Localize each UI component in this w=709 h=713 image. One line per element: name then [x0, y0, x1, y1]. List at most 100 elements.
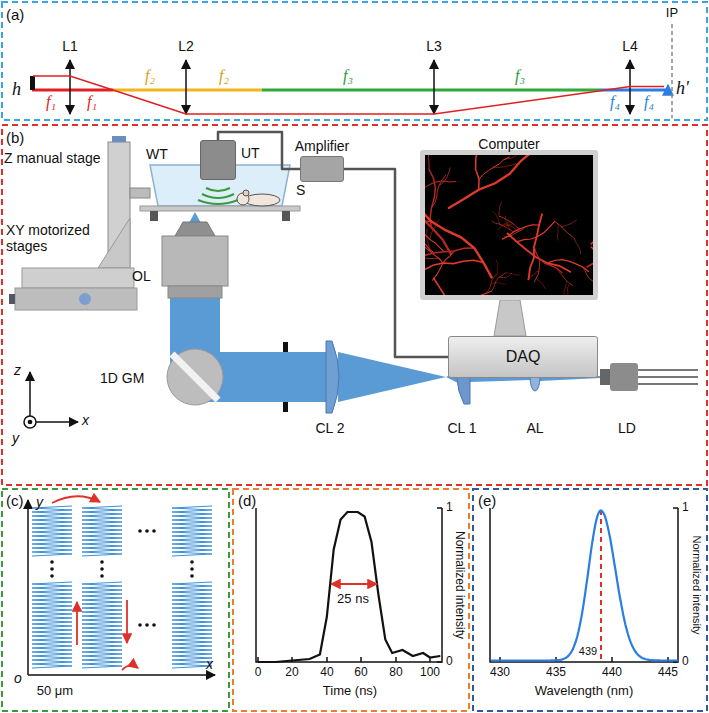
label: f₂ [145, 67, 155, 85]
pulse-curve [258, 512, 440, 662]
vessel [425, 171, 451, 254]
scan-line [172, 582, 212, 668]
vessel [492, 221, 513, 232]
text-label: f₁ [87, 93, 97, 110]
fwhm-arrow [331, 583, 377, 585]
vessel [433, 251, 455, 280]
vessel [583, 267, 593, 286]
vessel [499, 202, 501, 216]
label: LD [618, 420, 636, 436]
vessel [491, 273, 505, 291]
vessel [491, 283, 505, 285]
optical-axis [32, 89, 668, 92]
scan-dots [50, 560, 54, 564]
scan-direction-arrows [122, 665, 138, 670]
f3-segment [262, 89, 600, 92]
plot-axes [256, 508, 678, 662]
vessel [504, 155, 522, 160]
f2-segment [113, 89, 262, 92]
label: f₄ [610, 93, 620, 111]
vessel [534, 247, 562, 273]
node-label: DAQ [506, 348, 541, 366]
label: f₂ [219, 67, 229, 85]
laser-diode [600, 363, 698, 391]
text-label: WT [146, 146, 168, 162]
text-label: Time (ns) [323, 683, 377, 698]
text-label: (a) [6, 6, 24, 23]
pulse-plot-frame [256, 508, 442, 662]
label: L4 [622, 38, 638, 54]
x-stage [15, 288, 137, 310]
x-axis [36, 421, 78, 423]
label: (a) [6, 6, 24, 23]
diode-head [600, 369, 610, 385]
vessel [575, 239, 581, 254]
label: 20 [285, 666, 298, 680]
scan-dots [190, 574, 194, 578]
label: x [82, 412, 89, 428]
label: S [296, 182, 305, 198]
image-arrow [667, 85, 669, 90]
y-axis [27, 500, 29, 675]
spectrum-plot-frame [490, 508, 678, 662]
x-axis [28, 674, 215, 676]
label: AL [526, 420, 543, 436]
text-label: Normalized intensity [691, 535, 703, 634]
vessel [425, 248, 474, 256]
node-label: UT [241, 145, 260, 161]
text-label: L4 [622, 38, 638, 54]
vessel [426, 155, 429, 170]
text-label: x [206, 656, 213, 672]
text-label: (c) [6, 492, 24, 509]
text-label: f₂ [145, 67, 155, 84]
label: (d) [238, 492, 256, 509]
text-label: AL [526, 420, 543, 436]
label: Time (ns) [323, 684, 377, 699]
label: (c) [6, 492, 24, 509]
sample-plate [140, 206, 300, 211]
label: f₃ [343, 67, 353, 85]
y-axis-symbol [24, 416, 36, 428]
object-bar [30, 76, 35, 90]
label: WT [146, 146, 168, 162]
label: Wavelength (nm) [535, 684, 634, 699]
label: 80 [389, 666, 402, 680]
label: OL [132, 268, 151, 284]
text-label: Wavelength (nm) [535, 683, 634, 698]
label: 50 μm [37, 684, 73, 699]
vessel [425, 209, 492, 278]
vessel [425, 181, 456, 189]
label: Normalized intensity [691, 535, 704, 634]
text-label: Z manual stage [4, 150, 101, 166]
text-label: 50 μm [37, 683, 73, 698]
scan-direction-arrows [126, 600, 128, 643]
label: f₄ [644, 93, 654, 111]
vessel [502, 225, 539, 239]
image-plane [671, 24, 673, 118]
vessel [476, 155, 486, 190]
label: f₃ [515, 67, 525, 85]
plate-support [282, 211, 290, 221]
plate-support [150, 211, 158, 221]
text-label: OL [132, 268, 151, 284]
computer-monitor: Computer [420, 150, 598, 300]
label: CL 2 [315, 420, 344, 436]
z-axis [29, 372, 31, 416]
vessel [496, 260, 498, 274]
scan-direction-arrows [52, 496, 100, 503]
mouse-ear [243, 190, 249, 196]
label: z [14, 362, 21, 378]
text-label: (e) [478, 492, 496, 509]
scan-dots [152, 623, 156, 627]
text-label: Normalized intensity [453, 531, 467, 639]
vessel [591, 203, 593, 244]
text-label: L3 [426, 38, 442, 54]
aperture [283, 342, 288, 352]
scan-dots [50, 567, 54, 571]
text-label: 1 [682, 500, 689, 514]
stage-arm [130, 188, 150, 198]
text-label: f₃ [515, 67, 525, 84]
vessel [505, 273, 519, 275]
scan-dots [145, 623, 149, 627]
